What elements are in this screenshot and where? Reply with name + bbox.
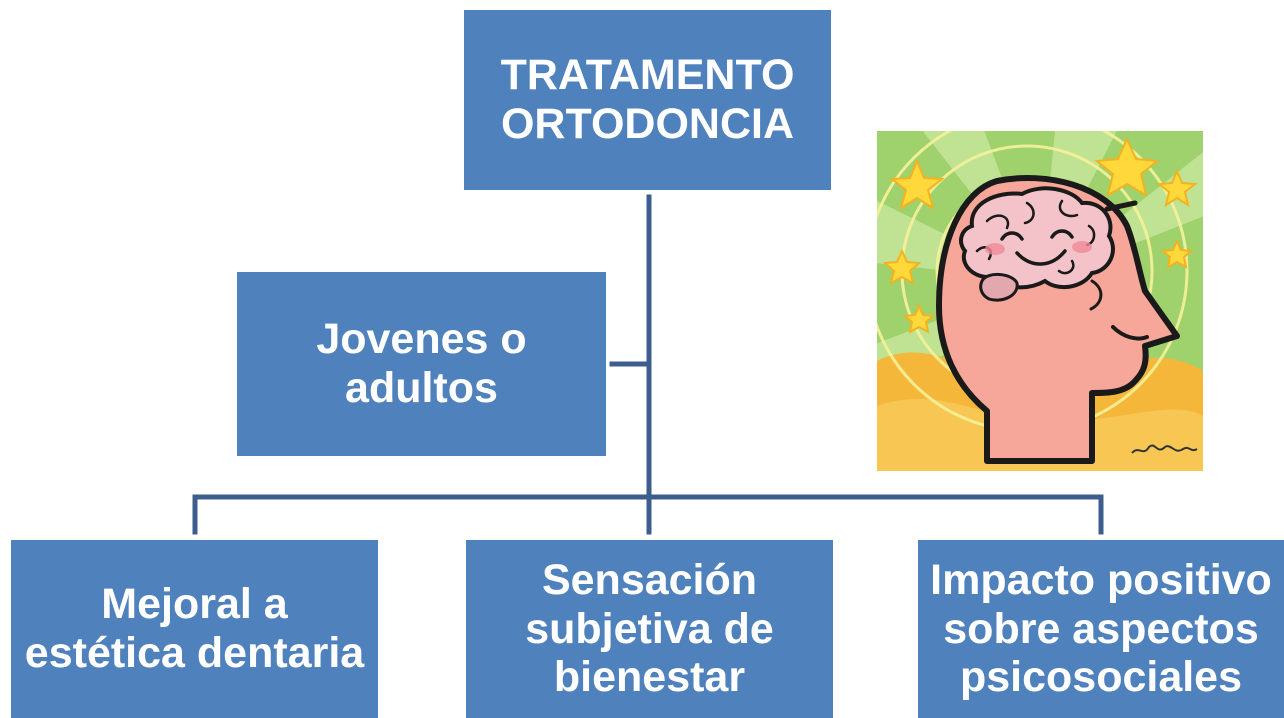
- root-line-1: TRATAMENTO: [500, 51, 795, 100]
- leaf-1-line-1: Mejoral a: [101, 580, 288, 629]
- happy-brain-head-icon: [877, 131, 1203, 471]
- root-line-2: ORTODONCIA: [500, 100, 795, 148]
- leaf-2-line-2: subjetiva de: [525, 604, 774, 653]
- leaf-1-line-2: estética dentaria: [24, 629, 365, 677]
- star-icon: [882, 136, 1198, 334]
- side-line-2: adultos: [345, 364, 498, 412]
- side-node: Jovenes o adultos: [237, 272, 606, 456]
- leaf-node-wellbeing: Sensación subjetiva de bienestar: [466, 540, 833, 718]
- leaf-3-line-2: sobre aspectos: [943, 604, 1259, 653]
- leaf-node-psychosocial: Impacto positivo sobre aspectos psicosoc…: [918, 540, 1284, 718]
- side-line-1: Jovenes o: [316, 315, 527, 364]
- leaf-2-line-1: Sensación: [541, 556, 758, 605]
- leaf-node-aesthetics: Mejoral a estética dentaria: [11, 540, 378, 718]
- leaf-3-line-3: psicosociales: [959, 653, 1243, 702]
- root-node: TRATAMENTO ORTODONCIA: [464, 10, 831, 190]
- leaf-2-line-3: bienestar: [553, 653, 746, 702]
- leaf-3-line-1: Impacto positivo: [930, 556, 1272, 605]
